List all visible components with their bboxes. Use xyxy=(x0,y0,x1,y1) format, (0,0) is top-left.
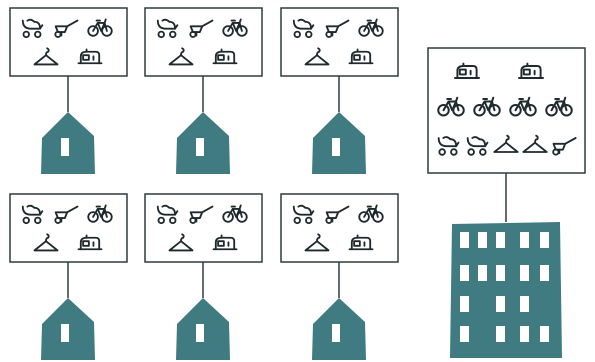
building-window xyxy=(496,326,505,342)
house-window xyxy=(332,138,340,156)
shared-items-box xyxy=(9,193,128,263)
apartment-building-icon xyxy=(450,222,562,358)
building-window xyxy=(540,232,549,248)
building-window xyxy=(540,265,549,281)
house-unit xyxy=(9,193,128,360)
building-window xyxy=(540,326,549,342)
building-window xyxy=(460,265,469,281)
building-window xyxy=(520,232,529,248)
house-unit xyxy=(280,193,399,360)
house-unit xyxy=(280,7,399,174)
house-window xyxy=(196,138,204,156)
building-window xyxy=(478,265,487,281)
shared-items-box xyxy=(280,7,399,77)
house-unit xyxy=(9,7,128,174)
building-window xyxy=(520,326,529,342)
building-window xyxy=(460,326,469,342)
building-window xyxy=(496,265,505,281)
house-window xyxy=(196,324,204,342)
building-window xyxy=(496,296,505,312)
building-window xyxy=(460,232,469,248)
building-window xyxy=(460,296,469,312)
house-window xyxy=(61,324,69,342)
shared-items-box xyxy=(144,193,263,263)
shared-items-box xyxy=(9,7,128,77)
apartment-unit xyxy=(427,47,586,358)
house-unit xyxy=(144,7,263,174)
building-window xyxy=(478,232,487,248)
shared-items-box xyxy=(280,193,399,263)
building-window xyxy=(496,232,505,248)
house-unit xyxy=(144,193,263,360)
house-window xyxy=(332,324,340,342)
shared-items-box xyxy=(144,7,263,77)
building-window xyxy=(520,265,529,281)
house-window xyxy=(61,138,69,156)
building-window xyxy=(520,296,529,312)
